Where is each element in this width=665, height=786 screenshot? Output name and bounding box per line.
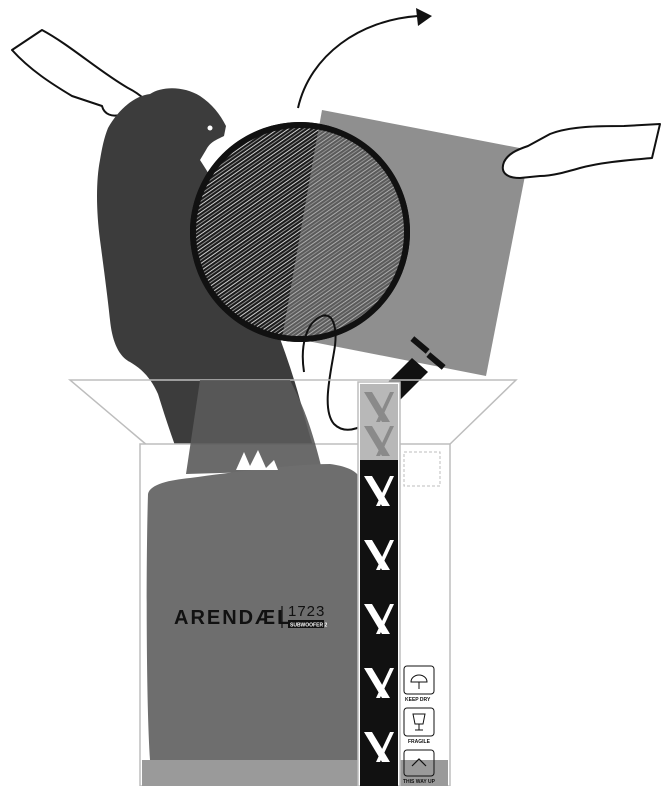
this-way-up-label: THIS WAY UP bbox=[403, 779, 436, 785]
box-tape bbox=[358, 382, 400, 786]
model-number: 1723 bbox=[288, 603, 325, 620]
subwoofer-bag bbox=[147, 450, 360, 760]
fragile-label: FRAGILE bbox=[408, 739, 431, 745]
model-name: SUBWOOFER 2 bbox=[290, 623, 327, 629]
brand-name: ARENDÆL bbox=[174, 607, 291, 629]
right-hand-icon bbox=[503, 124, 660, 178]
lift-arrow-icon bbox=[298, 8, 432, 108]
brand-logo: ARENDÆL 1723 SUBWOOFER 2 bbox=[174, 603, 327, 629]
keep-dry-label: KEEP DRY bbox=[405, 697, 431, 703]
